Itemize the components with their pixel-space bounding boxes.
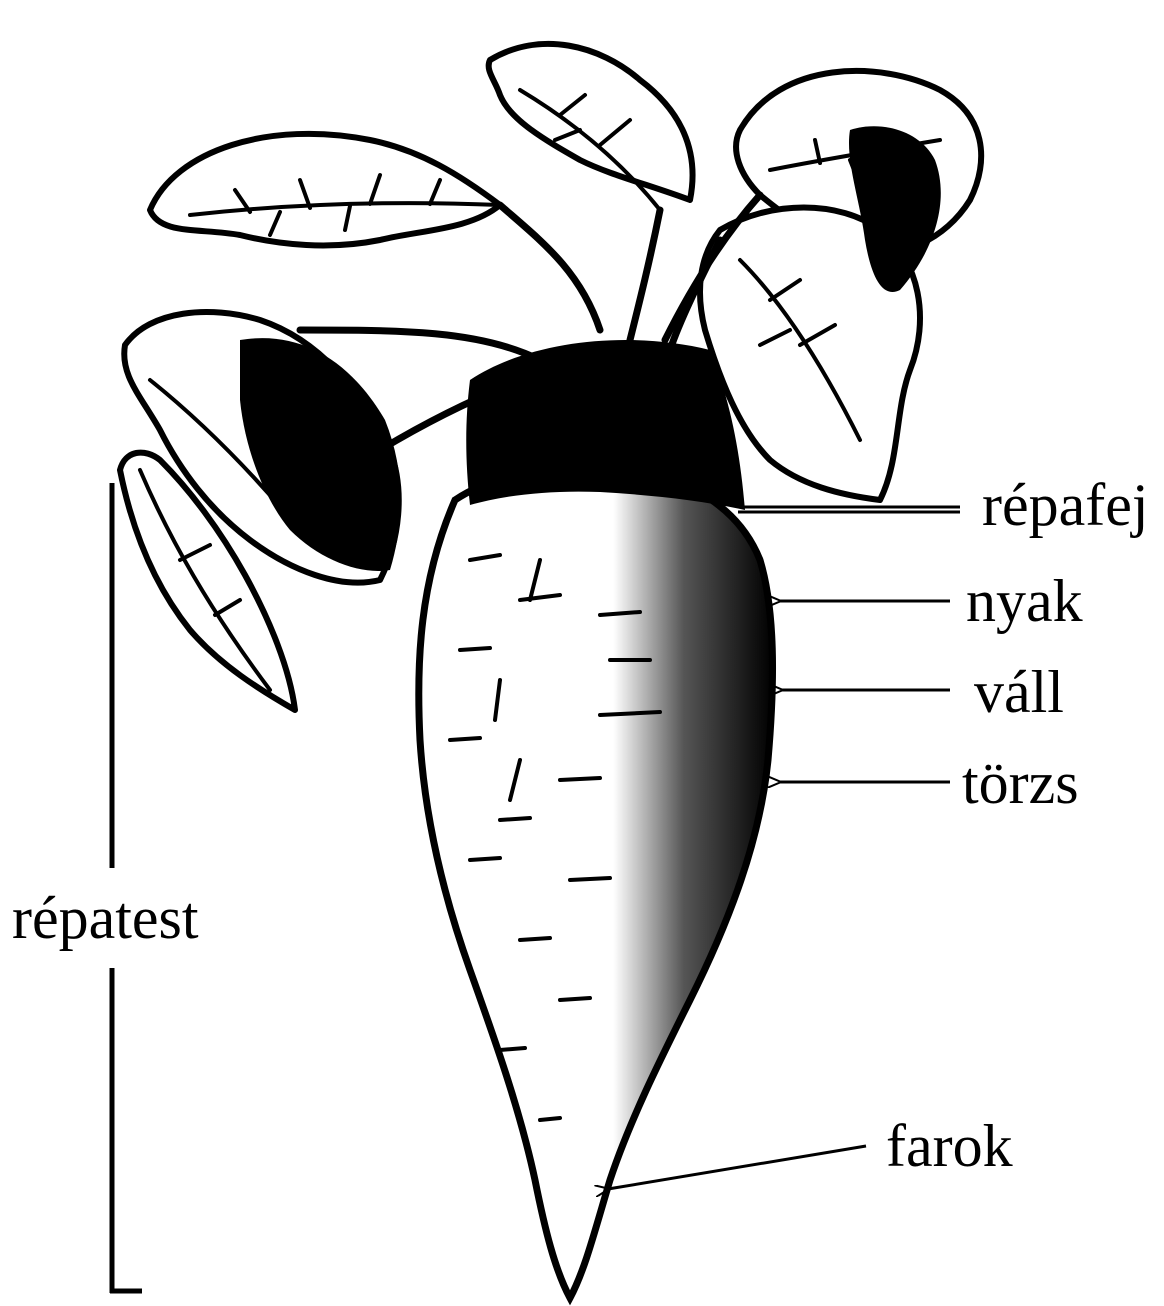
label-shoulder: váll	[974, 659, 1064, 725]
leaf-top-middle	[489, 44, 693, 200]
beet-crown	[466, 340, 745, 510]
label-trunk: törzs	[962, 750, 1079, 816]
label-neck: nyak	[966, 568, 1083, 634]
leaf-left	[150, 134, 500, 246]
label-head: répafej	[982, 472, 1149, 538]
label-tail: farok	[886, 1113, 1013, 1179]
label-body: répatest	[12, 885, 199, 951]
beet-root	[419, 468, 773, 1298]
arrow-tail	[608, 1146, 866, 1189]
